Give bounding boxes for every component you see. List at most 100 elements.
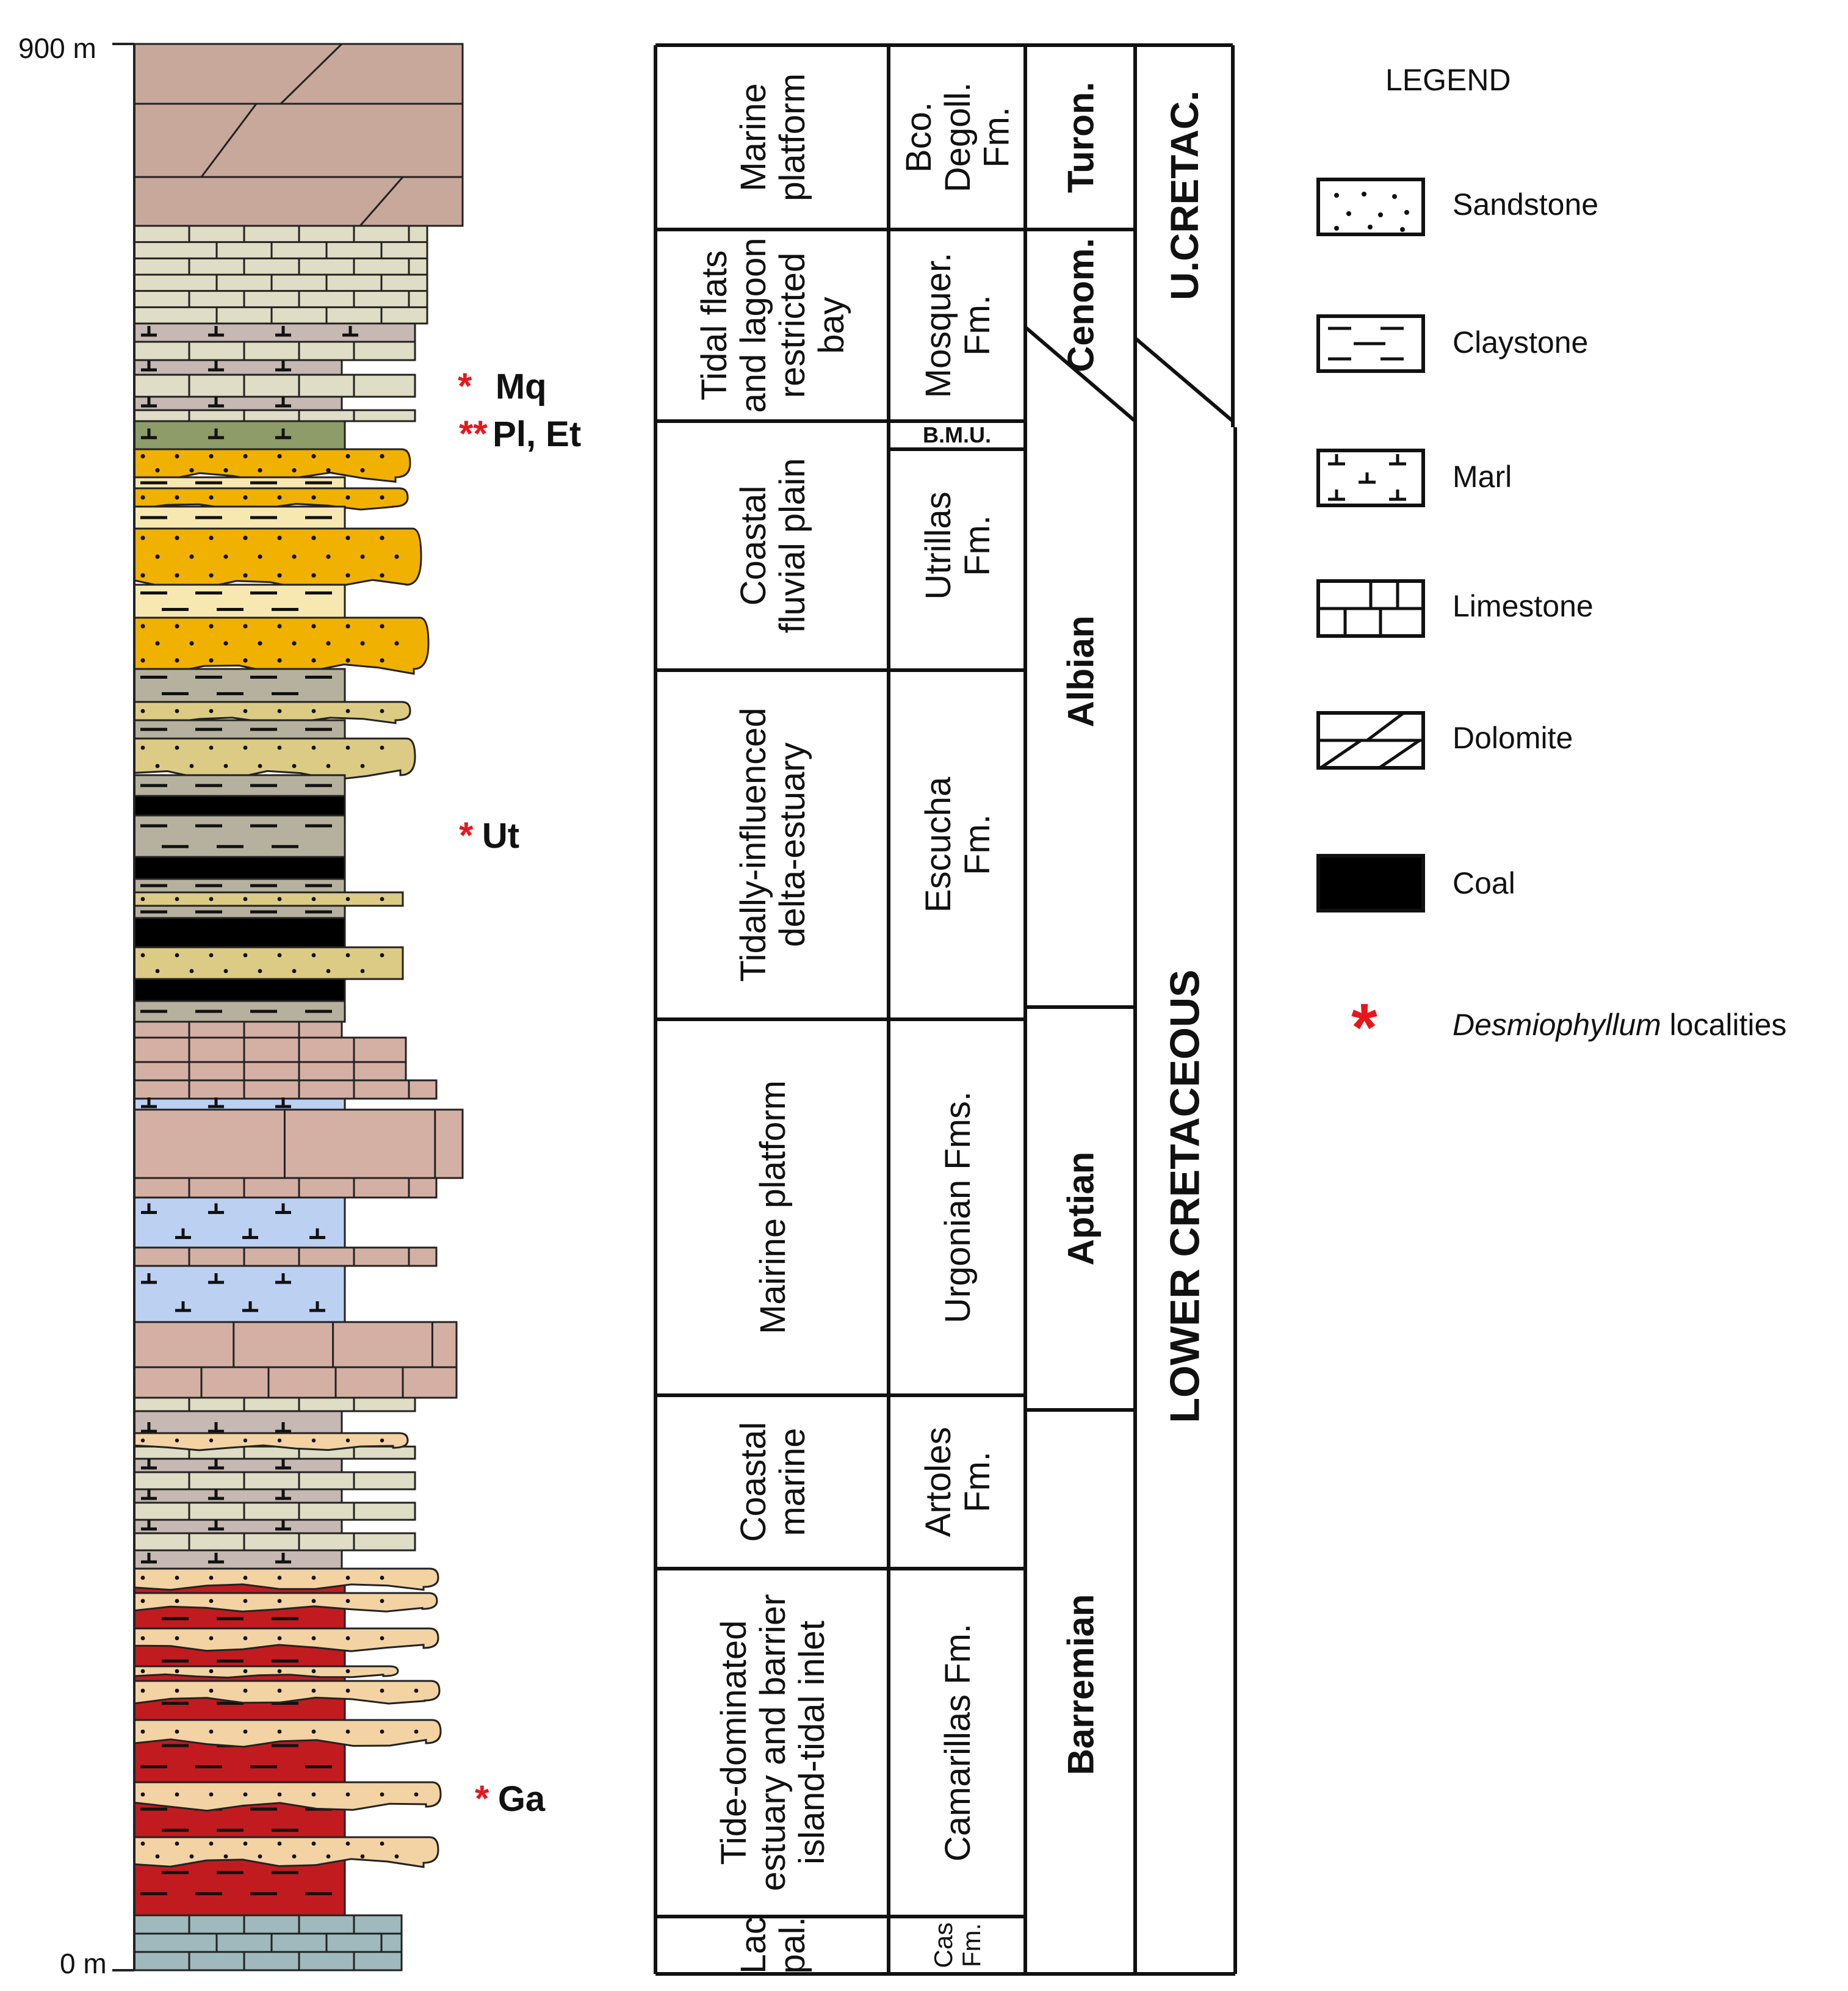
- sand-dot: [394, 1854, 399, 1859]
- scale-axis: [112, 43, 134, 1971]
- environment-label: Mairine platform: [753, 1080, 793, 1334]
- text-line: delta-estuary: [773, 742, 812, 947]
- sand-dot: [277, 1729, 282, 1734]
- sand-dot: [258, 554, 262, 559]
- sand-dot: [175, 573, 179, 578]
- sand-dot: [277, 624, 282, 629]
- sand-dot: [380, 953, 384, 958]
- sand-dot: [380, 1688, 384, 1693]
- sand-dot: [155, 764, 160, 768]
- sand-dot: [209, 745, 214, 750]
- sand-dot: [243, 573, 248, 578]
- sand-dot: [326, 764, 331, 768]
- sand-dot: [258, 969, 262, 974]
- sand-dot: [311, 1729, 316, 1734]
- sand-dot: [311, 1688, 316, 1693]
- sand-dot: [243, 1792, 248, 1797]
- text-line: Mairine platform: [753, 1080, 793, 1334]
- sand-dot: [277, 535, 282, 540]
- text-line: Cas: [929, 1923, 958, 1968]
- sand-dot: [380, 897, 384, 902]
- sand-dot: [380, 495, 384, 500]
- sand-dot: [345, 658, 350, 663]
- locality-label: Pl, Et: [493, 414, 582, 454]
- text-line: Fm.: [958, 814, 997, 875]
- sand-dot: [175, 624, 179, 629]
- limestone-bed: [133, 374, 416, 398]
- sand-dot: [155, 641, 160, 646]
- sand-dot: [175, 453, 179, 459]
- text-line: Fm.: [977, 107, 1017, 168]
- sand-dot: [140, 953, 145, 958]
- dolomite-slash: [200, 103, 258, 178]
- formation-label: Mosquer.Fm.: [919, 253, 997, 399]
- text-line: marine: [773, 1428, 812, 1536]
- legend-star-icon: *: [1351, 990, 1377, 1065]
- sand-dot: [345, 624, 350, 629]
- environment-label: Tidally-influenceddelta-estuary: [734, 707, 812, 981]
- claystone-bed: [133, 814, 346, 858]
- sand-dot: [345, 745, 350, 750]
- sand-dot: [209, 1669, 214, 1674]
- sand-dot: [223, 468, 228, 473]
- sand-dot: [243, 1636, 248, 1641]
- locality-label: Mq: [495, 367, 547, 407]
- sandstone-bed: [133, 891, 404, 907]
- sand-dot: [326, 1854, 331, 1859]
- sand-dot: [175, 1575, 179, 1580]
- sand-dot: [380, 1841, 384, 1846]
- coal-bed: [133, 978, 346, 1002]
- text-line: bay: [812, 297, 851, 354]
- legend-label-limestone: Limestone: [1453, 589, 1594, 623]
- legend-label-coal: Coal: [1453, 866, 1515, 900]
- sand-dot: [380, 1575, 384, 1580]
- sand-dot: [155, 1854, 160, 1859]
- sand-dot: [292, 764, 297, 768]
- sand-dot: [243, 897, 248, 902]
- sand-dot: [292, 969, 297, 974]
- sand-dot: [292, 554, 297, 559]
- sand-dot: [311, 745, 316, 750]
- sand-dot: [209, 1841, 214, 1846]
- text-line: Cenom.: [1061, 238, 1102, 372]
- sand-dot: [277, 1792, 282, 1797]
- sand-dot: [414, 1792, 419, 1797]
- sand-dot: [209, 1636, 214, 1641]
- sand-dot: [326, 468, 331, 473]
- sand-dot: [223, 1854, 228, 1859]
- sand-dot: [223, 554, 228, 559]
- sand-dot: [311, 624, 316, 629]
- sand-dot: [209, 1729, 214, 1734]
- sand-dot: [258, 468, 262, 473]
- limestone-bed: [133, 1366, 458, 1399]
- marl-legend-icon: [1316, 449, 1425, 507]
- sand-dot: [311, 1669, 316, 1674]
- locality-star: **: [459, 413, 488, 454]
- sand-dot: [140, 535, 145, 540]
- sand-dot: [1404, 210, 1409, 215]
- sand-dot: [345, 1792, 350, 1797]
- text-line: Albian: [1061, 615, 1102, 727]
- marl-bed: [133, 322, 416, 343]
- text-line: Bco.: [899, 102, 939, 173]
- sand-dot: [311, 1599, 316, 1603]
- limestone-bed: [133, 1914, 403, 1971]
- sand-dot: [326, 641, 331, 646]
- stage-diagonal: [1024, 325, 1136, 423]
- sand-dot: [140, 1792, 145, 1797]
- sand-dot: [345, 573, 350, 578]
- sand-dot: [277, 1438, 282, 1443]
- sand-dot: [140, 745, 145, 750]
- sand-lobe: [133, 1432, 409, 1451]
- environment-label: Coastalfluvial plain: [734, 458, 812, 634]
- sand-dot: [277, 573, 282, 578]
- sand-dot: [243, 1438, 248, 1443]
- sand-dot: [1334, 226, 1339, 231]
- sand-dot: [258, 1854, 262, 1859]
- sand-dot: [1362, 192, 1366, 197]
- sand-dot: [1346, 211, 1351, 216]
- sand-dot: [140, 453, 145, 459]
- sand-dot: [209, 953, 214, 958]
